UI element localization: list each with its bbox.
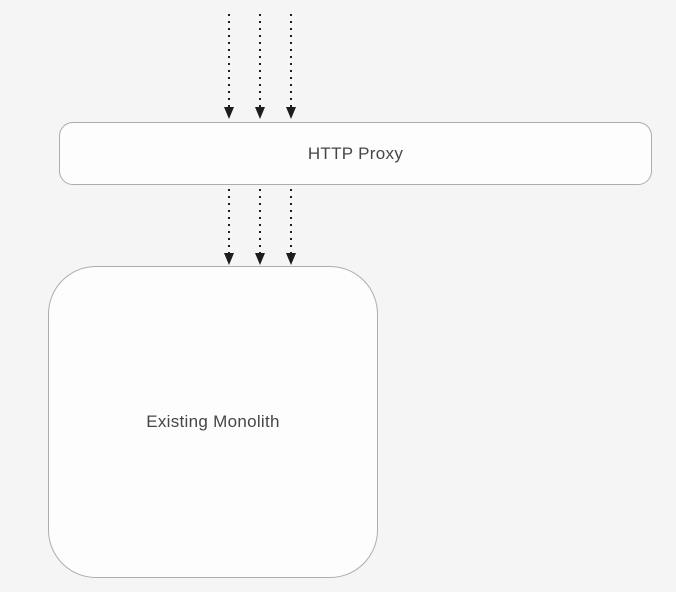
proxied-request-dotted-arrow-icon [285,189,297,265]
dotted-line [290,189,292,253]
http-proxy-label: HTTP Proxy [307,143,404,163]
incoming-request-dotted-arrow-icon [285,14,297,119]
arrowhead-down-icon [224,253,234,265]
existing-monolith-label: Existing Monolith [146,412,280,431]
arrowhead-down-icon [286,253,296,265]
dotted-line [259,14,261,107]
arrowhead-down-icon [255,253,265,265]
arrowhead-down-icon [286,107,296,119]
incoming-request-dotted-arrow-icon [254,14,266,119]
dotted-line [228,14,230,107]
proxied-request-dotted-arrow-icon [254,189,266,265]
incoming-request-dotted-arrow-icon [223,14,235,119]
dotted-line [228,189,230,253]
proxied-request-dotted-arrow-icon [223,189,235,265]
arrowhead-down-icon [224,107,234,119]
arrowhead-down-icon [255,107,265,119]
node-existing-monolith: Existing Monolith [48,266,378,578]
dotted-line [259,189,261,253]
dotted-line [290,14,292,107]
node-http-proxy: HTTP Proxy [59,122,652,185]
